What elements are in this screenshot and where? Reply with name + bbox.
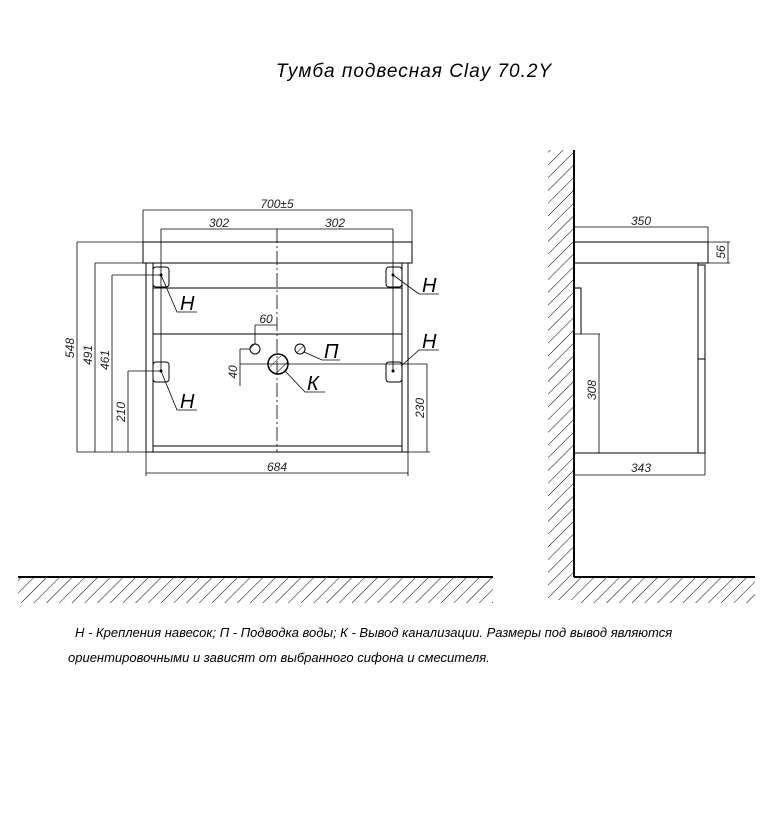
dim-height-hanger-bottom: 210: [114, 402, 128, 423]
dim-depth-top: 350: [631, 214, 651, 228]
dim-top-thickness: 56: [714, 245, 728, 259]
countertop-front: [142, 241, 413, 264]
floor: [18, 576, 755, 603]
dim-height-total: 548: [63, 338, 77, 358]
dim-water-offset: 60: [259, 312, 273, 326]
dim-water-height: 40: [226, 365, 240, 379]
label-hanger: Н: [180, 293, 195, 315]
label-hanger: Н: [180, 391, 195, 413]
dim-depth-body: 343: [631, 461, 651, 475]
dim-height-body: 491: [81, 345, 95, 365]
dim-pipe-height: 308: [585, 380, 599, 400]
legend-note-line-2: ориентировочными и зависят от выбранного…: [68, 650, 490, 665]
cabinet-body-side: [573, 262, 699, 454]
side-view: 350 56 308 343: [548, 150, 730, 600]
wall-hatching: [548, 150, 574, 600]
label-water: П: [324, 341, 339, 363]
legend-note-line-1: Н - Крепления навесок; П - Подводка воды…: [75, 625, 673, 640]
dim-half-left: 302: [209, 216, 229, 230]
dim-width-body: 684: [267, 460, 287, 474]
drawing-title: Тумба подвесная Clay 70.2Y: [276, 61, 553, 82]
pipe-outline: [574, 287, 582, 334]
dim-half-right: 302: [325, 216, 345, 230]
label-hanger: Н: [422, 331, 437, 353]
dim-height-hanger-top: 461: [98, 350, 112, 370]
countertop-side: [573, 241, 709, 264]
dim-width-top: 700±5: [260, 197, 294, 211]
water-inlet-icon: [294, 343, 306, 355]
label-hanger: Н: [422, 275, 437, 297]
water-inlet-icon: [249, 343, 261, 355]
label-drain: К: [307, 373, 320, 395]
front-view: 700±5 302 302 548 491 461 210 230 60 40 …: [63, 197, 439, 476]
dim-drain-height: 230: [413, 398, 427, 419]
